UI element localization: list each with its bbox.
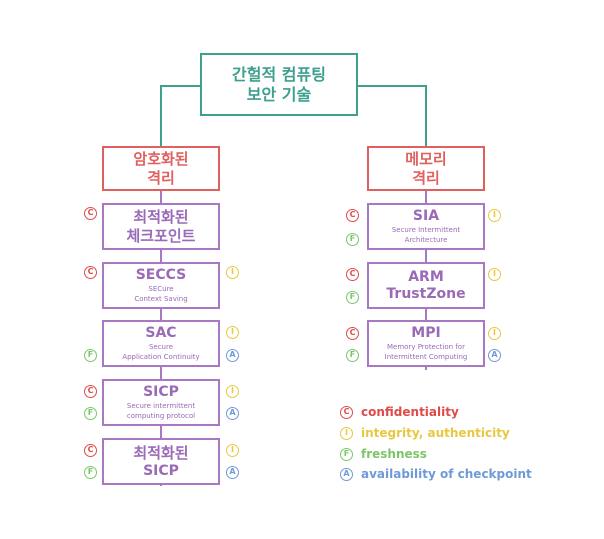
confidentiality-badge-icon: C — [84, 385, 97, 398]
availability-badge-icon: A — [340, 467, 353, 481]
freshness-badge-icon: F — [84, 466, 97, 479]
freshness-badge-icon: F — [346, 291, 359, 304]
availability-badge-icon: A — [226, 407, 239, 420]
tech-title-line2: TrustZone — [386, 285, 466, 302]
integrity-badge-icon: I — [488, 209, 501, 222]
confidentiality-badge-icon: C — [346, 209, 359, 222]
tech-title: SAC — [145, 325, 177, 341]
confidentiality-badge-icon: C — [84, 444, 97, 457]
confidentiality-badge-icon: C — [84, 207, 97, 220]
freshness-badge-icon: F — [340, 447, 353, 461]
root-title-line1: 간헐적 컴퓨팅 — [232, 64, 326, 84]
tech-title: SIA — [412, 208, 440, 224]
legend-item-freshness: F freshness — [340, 447, 427, 461]
integrity-badge-icon: I — [226, 444, 239, 457]
tech-arm-trustzone: ARM TrustZone — [367, 262, 485, 309]
root-node: 간헐적 컴퓨팅 보안 기술 — [200, 53, 358, 116]
tech-sicp: SICP Secure intermittent computing proto… — [102, 379, 220, 426]
integrity-badge-icon: I — [226, 266, 239, 279]
legend-label: integrity, authenticity — [361, 426, 510, 440]
tech-subtitle: SECure — [148, 285, 174, 293]
tech-optimized-sicp: 최적화된 SICP — [102, 438, 220, 485]
integrity-badge-icon: I — [488, 268, 501, 281]
freshness-badge-icon: F — [84, 349, 97, 362]
availability-badge-icon: A — [226, 466, 239, 479]
confidentiality-badge-icon: C — [340, 405, 353, 419]
tech-sia: SIA Secure Intermittent Architecture — [367, 203, 485, 250]
tech-subtitle: Secure — [148, 343, 174, 351]
tech-optimized-checkpoint: 최적화된 체크포인트 — [102, 203, 220, 250]
connector-root-right — [358, 85, 427, 147]
freshness-badge-icon: F — [84, 407, 97, 420]
legend-label: availability of checkpoint — [361, 467, 532, 481]
availability-badge-icon: A — [488, 349, 501, 362]
tech-title: ARM — [408, 268, 444, 285]
integrity-badge-icon: I — [488, 327, 501, 340]
category-encrypted-isolation: 암호화된 격리 — [102, 146, 220, 191]
tech-subtitle-line2: Context Saving — [134, 295, 188, 303]
confidentiality-badge-icon: C — [346, 327, 359, 340]
integrity-badge-icon: I — [340, 426, 353, 440]
tech-subtitle-line2: Intermittent Computing — [384, 353, 468, 361]
connector-root-left — [160, 85, 200, 147]
tech-title: SICP — [143, 384, 179, 400]
tech-subtitle: Secure intermittent — [126, 402, 196, 410]
tech-subtitle-line2: computing protocol — [126, 412, 196, 420]
confidentiality-badge-icon: C — [84, 266, 97, 279]
legend-label: freshness — [361, 447, 427, 461]
category-label-line1: 암호화된 — [133, 149, 189, 168]
legend-item-integrity: I integrity, authenticity — [340, 426, 510, 440]
freshness-badge-icon: F — [346, 349, 359, 362]
legend-label: confidentiality — [361, 405, 459, 419]
tech-seccs: SECCS SECure Context Saving — [102, 262, 220, 309]
tech-title-line2: SICP — [143, 462, 179, 479]
freshness-badge-icon: F — [346, 233, 359, 246]
tech-title: 최적화된 — [133, 443, 189, 462]
tech-title: MPI — [411, 325, 441, 341]
tech-subtitle: Memory Protection for — [387, 343, 465, 351]
tech-sac: SAC Secure Application Continuity — [102, 320, 220, 367]
legend-item-confidentiality: C confidentiality — [340, 405, 459, 419]
category-label-line2: 격리 — [412, 168, 440, 187]
tech-title: SECCS — [135, 267, 187, 283]
integrity-badge-icon: I — [226, 385, 239, 398]
tech-subtitle: Secure Intermittent — [391, 226, 461, 234]
legend-item-availability: A availability of checkpoint — [340, 467, 532, 481]
integrity-badge-icon: I — [226, 326, 239, 339]
availability-badge-icon: A — [226, 349, 239, 362]
category-label-line1: 메모리 — [405, 149, 447, 168]
tech-subtitle-line2: Application Continuity — [122, 353, 200, 361]
root-title-line2: 보안 기술 — [246, 84, 312, 104]
category-label-line2: 격리 — [147, 168, 175, 187]
confidentiality-badge-icon: C — [346, 268, 359, 281]
category-memory-isolation: 메모리 격리 — [367, 146, 485, 191]
tech-mpi: MPI Memory Protection for Intermittent C… — [367, 320, 485, 367]
tech-title-line2: 체크포인트 — [126, 226, 196, 245]
tech-title: 최적화된 — [133, 207, 189, 226]
tech-subtitle-line2: Architecture — [404, 236, 448, 244]
